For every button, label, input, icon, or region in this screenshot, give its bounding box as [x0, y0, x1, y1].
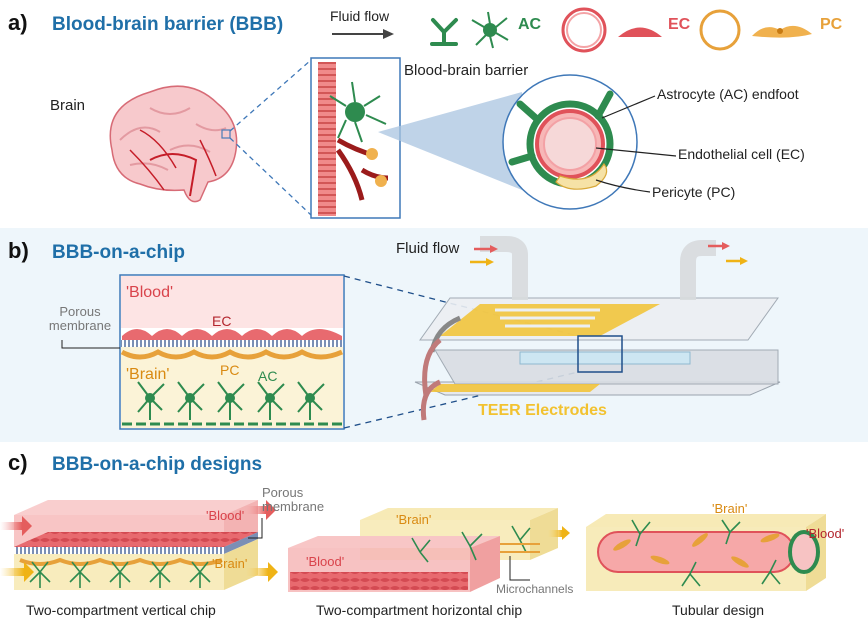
pc-label-b: PC [220, 362, 240, 378]
legend-pc-label: PC [820, 16, 843, 33]
brain-label-horizontal: 'Brain' [396, 512, 432, 527]
astrocyte-callout-label: Astrocyte (AC) endfoot [657, 86, 799, 102]
bbb-zoom-box [310, 57, 401, 219]
bbb-cross-section-zoom [502, 74, 638, 210]
callout-lines [595, 95, 677, 193]
blood-label-b: 'Blood' [126, 284, 174, 301]
endothelial-cell-legend-icon [618, 27, 662, 37]
astrocyte-endfoot-legend-icon [430, 18, 458, 46]
pericyte-callout-label: Pericyte (PC) [652, 184, 736, 200]
design-tubular [586, 514, 826, 591]
bbb-chip-cross-section [119, 274, 345, 430]
blood-label-vertical: 'Blood' [206, 508, 245, 523]
brain-label: Brain [50, 97, 86, 114]
zoom-wedge [378, 92, 522, 190]
brain-label-tubular: 'Brain' [712, 501, 748, 516]
zoom-lines-brain [229, 59, 312, 216]
caption-horizontal-chip: Two-compartment horizontal chip [316, 602, 523, 618]
panel-b-title: BBB-on-a-chip [52, 242, 185, 263]
microfluidic-chip-device [414, 236, 781, 421]
brain-illustration [109, 85, 238, 203]
panel-b-letter: b) [8, 238, 29, 263]
panel-c-letter: c) [8, 450, 28, 475]
endothelial-ring-legend-icon [561, 7, 607, 53]
legend-ec-label: EC [668, 16, 691, 33]
blood-label-horizontal: 'Blood' [306, 554, 345, 569]
fluid-flow-label-b: Fluid flow [396, 240, 460, 257]
bbb-label: Blood-brain barrier [404, 62, 529, 79]
caption-vertical-chip: Two-compartment vertical chip [26, 602, 216, 618]
panel-a-title: Blood-brain barrier (BBB) [52, 14, 284, 35]
brain-label-vertical: 'Brain' [212, 556, 248, 571]
panel-c-title: BBB-on-a-chip designs [52, 454, 263, 475]
ec-label-b: EC [212, 313, 232, 329]
microchannels-label: Microchannels [496, 582, 574, 596]
caption-tubular: Tubular design [672, 602, 765, 618]
ac-label-b: AC [258, 368, 278, 384]
legend-fluid-flow-label: Fluid flow [330, 8, 390, 24]
porous-membrane-label-b: Porous membrane [48, 304, 112, 333]
porous-membrane-pointer [61, 340, 120, 349]
design-horizontal-chip [288, 508, 570, 592]
pericyte-cell-legend-icon [752, 25, 812, 38]
porous-membrane-label-c: Porous membrane [262, 485, 325, 514]
fluid-flow-arrows-b [470, 242, 748, 266]
astrocyte-cell-legend-icon [471, 11, 509, 49]
fluid-flow-arrow-icon [332, 29, 394, 39]
teer-electrodes-label: TEER Electrodes [478, 402, 607, 419]
legend-ac-label: AC [518, 16, 542, 33]
blood-label-tubular: 'Blood' [806, 526, 845, 541]
design-vertical-chip [0, 500, 278, 590]
panel-a-letter: a) [8, 10, 28, 35]
pericyte-ring-legend-icon [699, 9, 741, 51]
brain-label-b: 'Brain' [126, 366, 170, 383]
endothelial-callout-label: Endothelial cell (EC) [678, 146, 805, 162]
